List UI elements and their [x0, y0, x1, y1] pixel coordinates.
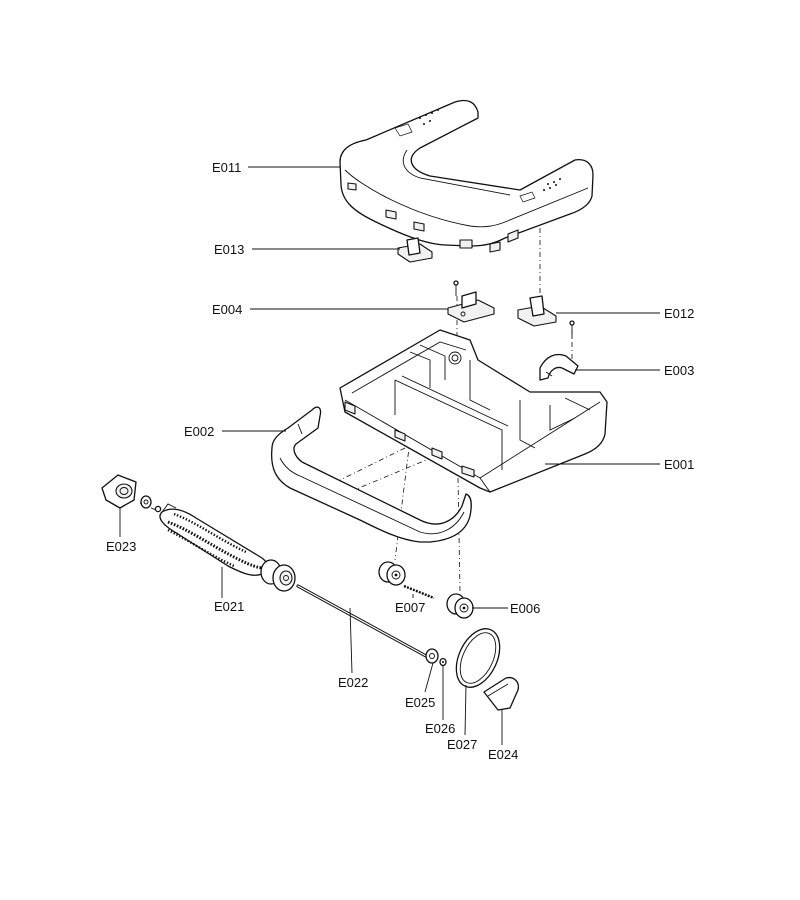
label-e024: E024 [488, 747, 518, 762]
part-latch-right [517, 295, 557, 327]
label-e004: E004 [212, 302, 242, 317]
label-e002: E002 [184, 424, 214, 439]
part-bearing [425, 648, 447, 667]
part-clip [539, 320, 579, 381]
label-e013: E013 [214, 242, 244, 257]
label-e011: E011 [212, 160, 241, 175]
part-shaft [296, 584, 428, 658]
part-drive-belt [455, 628, 501, 688]
part-bumper [270, 406, 472, 543]
part-wheels [378, 561, 474, 619]
leader-lines [119, 166, 660, 745]
label-e001: E001 [664, 457, 694, 472]
label-e023: E023 [106, 539, 136, 554]
label-e012: E012 [664, 306, 694, 321]
part-belt-cover [483, 676, 520, 711]
part-top-cover [339, 99, 594, 253]
label-e025: E025 [405, 695, 435, 710]
part-axle [403, 584, 435, 600]
part-labels: E011 E013 E004 E012 E003 E002 E001 E023 … [106, 160, 694, 762]
label-e006: E006 [510, 601, 540, 616]
part-latch-left [397, 237, 433, 263]
label-e026: E026 [425, 721, 455, 736]
label-e027: E027 [447, 737, 477, 752]
cover-indicator-dots [419, 109, 561, 191]
label-e022: E022 [338, 675, 368, 690]
label-e003: E003 [664, 363, 694, 378]
label-e007: E007 [395, 600, 425, 615]
label-e021: E021 [214, 599, 244, 614]
part-brush-roll [159, 503, 296, 592]
part-end-cap [101, 474, 162, 513]
part-base-housing [339, 329, 608, 493]
part-bracket [447, 280, 495, 323]
